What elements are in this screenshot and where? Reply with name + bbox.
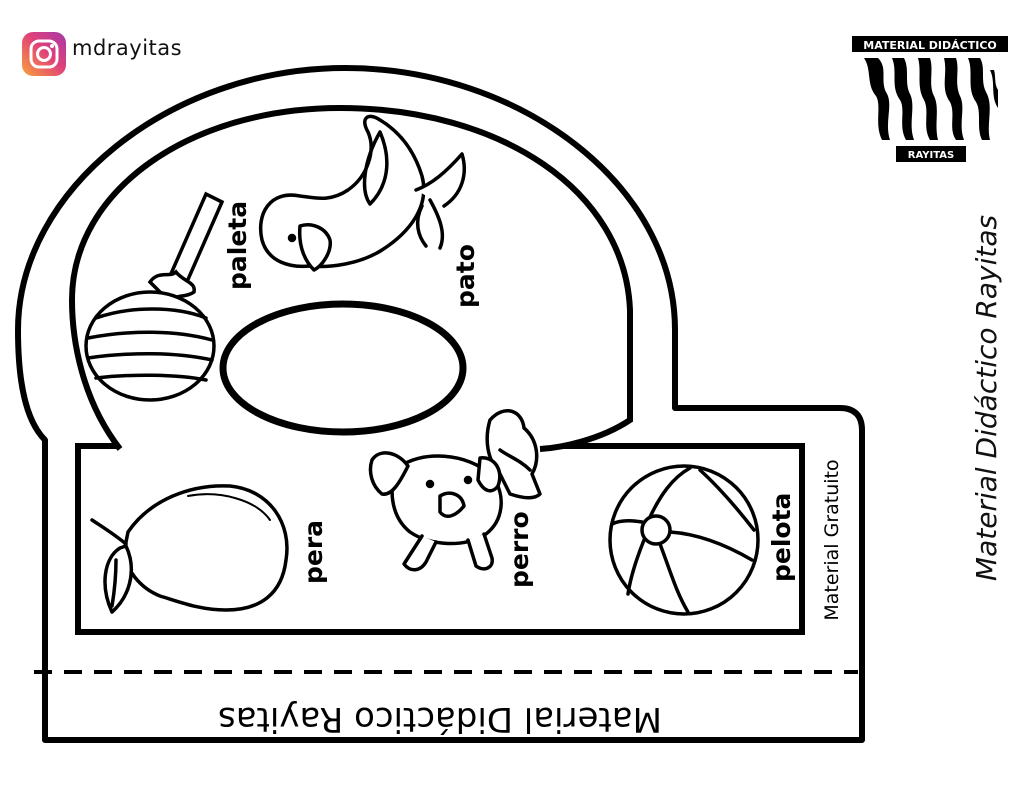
word-perro: perro [505,511,534,588]
pear-icon [90,484,289,614]
word-pelota: pelota [767,493,796,582]
duck-icon [259,114,466,272]
dog-icon [368,409,542,572]
zebra-stripes-logo: MATERIAL DIDÁCTICO RAYITAS [852,36,1008,162]
logo-top-text: MATERIAL DIDÁCTICO [863,39,997,52]
vertical-label: Material Gratuito [821,459,843,620]
word-pera: pera [299,520,328,584]
word-paleta: paleta [223,201,252,290]
word-pato: pato [451,244,480,308]
instagram-handle: mdrayitas [72,36,183,60]
instagram-icon [22,32,66,76]
logo-bottom-text: RAYITAS [908,150,954,161]
band-text: Material Didáctico Rayitas [218,699,662,739]
ball-icon [608,464,760,616]
side-caption: Material Didáctico Rayitas [970,215,1003,581]
letter-counter [219,300,467,436]
lollipop-icon [84,191,225,402]
